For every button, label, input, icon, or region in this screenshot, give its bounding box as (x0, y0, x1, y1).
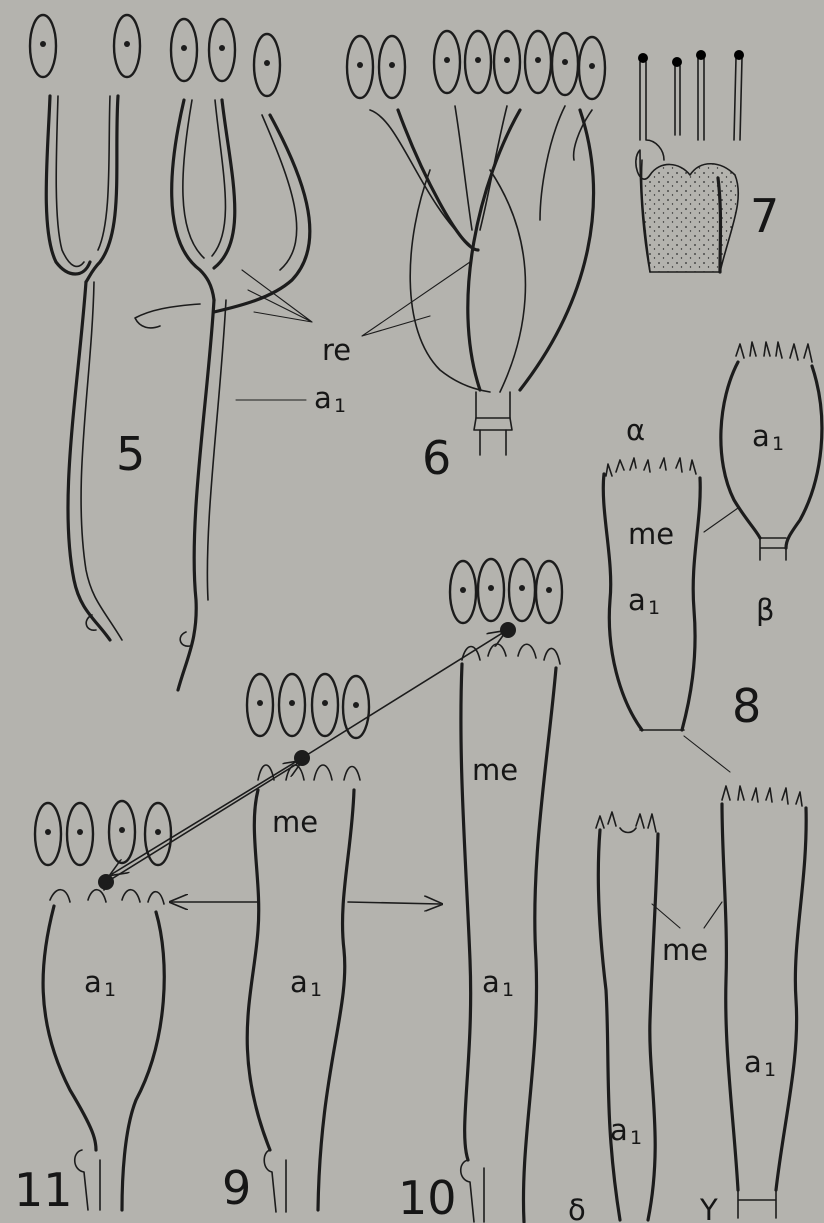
figure-10-drawing (450, 559, 562, 1222)
variant-alpha-label: α (626, 413, 645, 447)
me-label-fig10: me (472, 753, 518, 787)
a1-label-fig5: a 1 (314, 381, 346, 417)
figure-8-delta-drawing (596, 812, 658, 1220)
svg-text:a: a (482, 965, 500, 999)
figure-5-number: 5 (116, 427, 145, 481)
a1-label-fig10: a 1 (482, 965, 514, 1001)
figure-10-number: 10 (398, 1171, 457, 1223)
variant-delta-label: δ (568, 1193, 586, 1223)
a1-label-fig11: a 1 (84, 965, 116, 1001)
svg-text:1: 1 (764, 1059, 776, 1081)
arrow-9-to-10 (302, 632, 504, 758)
svg-text:1: 1 (104, 979, 116, 1001)
figure-8-number: 8 (732, 679, 761, 733)
leader-lines-re-a1 (236, 262, 470, 400)
variant-beta-label: β (756, 593, 775, 627)
svg-text:a: a (314, 381, 332, 415)
leader-lines-me-lower (652, 902, 722, 928)
figure-5-drawing (30, 15, 310, 690)
svg-text:1: 1 (502, 979, 514, 1001)
arrow-9-right-to-10 (348, 902, 440, 904)
re-label: re (322, 333, 351, 367)
figure-11-drawing (35, 801, 171, 1210)
svg-text:a: a (84, 965, 102, 999)
figure-8-gamma-drawing (722, 786, 806, 1218)
me-label-fig8-lower: me (662, 933, 708, 967)
leader-line-me-alpha (704, 508, 738, 532)
svg-text:1: 1 (772, 433, 784, 455)
svg-text:a: a (290, 965, 308, 999)
svg-text:1: 1 (310, 979, 322, 1001)
figure-7-number: 7 (750, 189, 779, 243)
figure-7-drawing (636, 50, 744, 272)
svg-text:a: a (752, 419, 770, 453)
a1-label-fig9: a 1 (290, 965, 322, 1001)
svg-text:1: 1 (334, 395, 346, 417)
svg-text:a: a (610, 1113, 628, 1147)
svg-text:1: 1 (648, 597, 660, 619)
figure-11-number: 11 (14, 1163, 73, 1217)
figure-6-number: 6 (422, 431, 451, 485)
figure-8-alpha-drawing (603, 458, 700, 730)
connector-alpha-gamma (684, 736, 730, 772)
a1-label-fig8-gamma: a 1 (744, 1045, 776, 1081)
a1-label-fig8-delta: a 1 (610, 1113, 642, 1149)
me-label-fig9: me (272, 805, 318, 839)
svg-text:a: a (628, 583, 646, 617)
figure-6-drawing (347, 31, 605, 455)
svg-text:1: 1 (630, 1127, 642, 1149)
figure-9-number: 9 (222, 1161, 251, 1215)
svg-text:a: a (744, 1045, 762, 1079)
me-label-fig8-alpha: me (628, 517, 674, 551)
a1-label-fig8-beta: a 1 (752, 419, 784, 455)
a1-label-fig8-alpha: a 1 (628, 583, 660, 619)
variant-gamma-label: Y (699, 1193, 718, 1223)
